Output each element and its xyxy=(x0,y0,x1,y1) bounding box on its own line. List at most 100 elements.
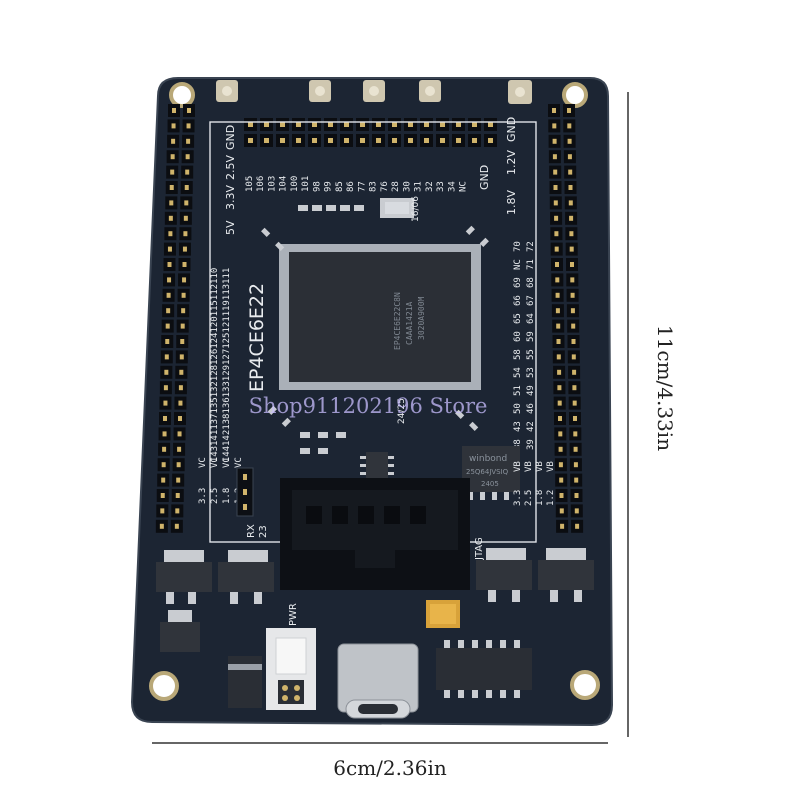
header-pin-tip xyxy=(167,262,172,267)
header-pin-tip xyxy=(169,185,174,190)
header-pin-tip xyxy=(557,400,562,406)
power-rail-label: VC xyxy=(198,457,208,468)
header-pin-tip xyxy=(180,339,185,344)
header-pin-tip xyxy=(440,122,445,127)
pin-number-label: 129 xyxy=(222,365,232,381)
header-pin-tip xyxy=(296,138,301,143)
pin-number-label: 127 xyxy=(222,349,232,365)
header-pin-tip xyxy=(264,138,269,143)
header-pin-tip xyxy=(552,123,557,129)
pin-number-label: 119 xyxy=(222,300,232,316)
pin-number-label: 34 xyxy=(448,181,458,192)
pin-number-label: 39 xyxy=(526,439,536,450)
top-buttons xyxy=(216,80,532,104)
pin-number-label: 53 xyxy=(526,367,536,378)
pin-number-label: 31 xyxy=(414,181,424,192)
header-pin-tip xyxy=(360,122,365,127)
tantalum-capacitor xyxy=(426,600,460,628)
header-pin-tip xyxy=(328,138,333,143)
pin-number-label: 101 xyxy=(301,176,311,192)
header-pin-tip xyxy=(181,308,186,314)
header-pin-tip xyxy=(344,122,349,127)
header-pin-tip xyxy=(174,523,179,529)
header-pin-tip xyxy=(172,108,176,113)
header-pin-tip xyxy=(183,215,188,221)
right-rail-labels: GND 1.2V 1.8V GND xyxy=(478,117,518,215)
header-pin-tip xyxy=(159,523,164,529)
power-rail-label: VB xyxy=(546,461,556,472)
height-dimension-label: 11cm/4.33in xyxy=(653,324,677,452)
header-pin-tip xyxy=(182,277,187,283)
header-pin-tip xyxy=(183,231,188,237)
pin-number-label: 43 xyxy=(513,421,523,432)
header-pin-tip xyxy=(171,138,176,144)
pin-number-label: 64 xyxy=(526,313,536,324)
header-pin-tip xyxy=(177,446,182,452)
pin-number-label: 106 xyxy=(256,176,266,192)
mounting-holes xyxy=(149,82,600,701)
header-pin-tip xyxy=(574,493,579,498)
power-voltage-label: 3.3 xyxy=(198,488,208,504)
header-pin-tip xyxy=(186,123,191,129)
flash-brand: winbond xyxy=(469,454,507,464)
store-watermark: Shop911202196 Store xyxy=(248,394,488,418)
header-pin-tip xyxy=(164,369,169,375)
header-pin-tip xyxy=(472,122,477,127)
header-pin-tip xyxy=(570,277,575,283)
header-pin-tip xyxy=(572,385,577,391)
pin-number-label: 98 xyxy=(313,181,323,192)
header-pin-tip xyxy=(575,523,580,529)
header-pin-tip xyxy=(160,493,165,498)
header-pin-tip xyxy=(161,477,166,483)
header-pin-tip xyxy=(556,354,561,360)
header-pin-tip xyxy=(488,138,493,143)
pin-number-label: 50 xyxy=(513,403,523,414)
power-rail-label: VB xyxy=(524,461,534,472)
header-pin-tip xyxy=(456,122,461,127)
pin-number-label: 113 xyxy=(222,284,232,300)
header-pin-tip xyxy=(557,385,562,391)
header-pin-tip xyxy=(553,200,558,206)
header-pin-tip xyxy=(553,169,558,175)
pin-number-label: 38 xyxy=(513,439,523,450)
header-pin-tip xyxy=(264,122,269,127)
chip-marking-line-1: EP4CE6E22C8N xyxy=(393,292,402,350)
header-pin-tip xyxy=(567,108,571,113)
pin-number-label: 70 xyxy=(513,241,523,252)
crystal-oscillator xyxy=(380,198,414,218)
pin-number-label: 86 xyxy=(346,181,356,192)
header-pin-tip xyxy=(555,262,559,267)
chip-marking-line-2: CAAA1421A xyxy=(405,301,414,345)
power-rail-label: VC xyxy=(234,457,244,468)
header-pin-tip xyxy=(165,323,170,329)
header-pin-tip xyxy=(167,246,172,252)
header-pin-tip xyxy=(570,262,574,267)
header-pin-tip xyxy=(392,122,397,127)
flash-part: 25Q64JVSIQ xyxy=(466,468,509,476)
pin-number-label: 33 xyxy=(436,181,446,192)
power-voltage-label: 1.2 xyxy=(546,490,556,506)
pin-number-label: 58 xyxy=(513,349,523,360)
header-pin-tip xyxy=(472,138,477,143)
header-pin-tip xyxy=(360,138,365,143)
header-pin-tip xyxy=(163,385,168,391)
header-pin-tip xyxy=(170,154,175,160)
header-pin-tip xyxy=(408,138,413,143)
power-switch xyxy=(266,628,316,710)
header-pin-tip xyxy=(392,138,397,143)
jtag-label: JTAG xyxy=(474,537,485,561)
header-pin-tip xyxy=(569,246,574,252)
smd-components xyxy=(261,205,489,454)
header-pin-tip xyxy=(185,154,190,160)
header-pin-tip xyxy=(573,416,577,421)
header-pin-tip xyxy=(182,262,187,267)
pin-number-label: 105 xyxy=(245,176,255,192)
pin-number-label: 141 xyxy=(210,430,220,446)
pin-number-label: 142 xyxy=(222,430,232,446)
header-pin-tip xyxy=(280,122,285,127)
power-rail-label: VC xyxy=(222,457,232,468)
power-voltage-label: 1.8 xyxy=(535,490,545,506)
header-pin-tip xyxy=(176,462,181,468)
pin-number-label: 125 xyxy=(222,333,232,349)
